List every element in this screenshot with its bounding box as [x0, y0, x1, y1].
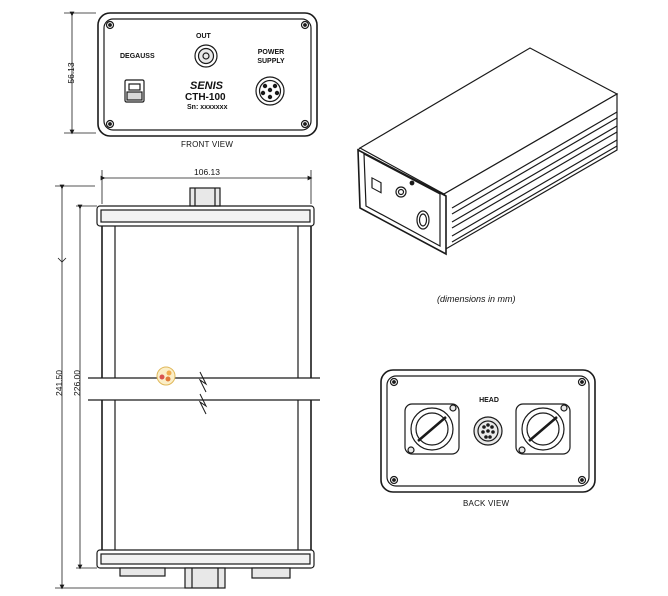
screw-icon [300, 20, 310, 30]
power-supply-label-line1: POWER [257, 49, 285, 56]
screw-icon [389, 475, 399, 485]
units-note: (dimensions in mm) [437, 294, 516, 304]
front-view [97, 12, 318, 137]
out-connector-icon [194, 44, 218, 68]
front-height-dimension [64, 11, 96, 135]
top-end-cap [96, 205, 315, 227]
iso-out-icon [395, 186, 407, 198]
back-panel-inner [386, 375, 590, 487]
iso-power-icon [416, 210, 430, 230]
model-label: CTH-100 [185, 92, 226, 103]
width-dimension [100, 170, 313, 204]
screw-icon [577, 475, 587, 485]
serial-label: Sn: xxxxxxx [187, 104, 228, 111]
back-view [380, 369, 596, 493]
brand-logo: SENIS [190, 80, 224, 92]
bottom-connector-icon [119, 567, 166, 577]
bottom-connector-icon [251, 567, 291, 579]
screw-icon [105, 20, 115, 30]
front-panel-inner [103, 18, 312, 131]
left-port-icon [404, 403, 460, 455]
front-panel-outer [97, 12, 318, 137]
screw-icon [389, 377, 399, 387]
bottom-connector-icon [184, 567, 226, 589]
width-dimension-label: 106.13 [194, 167, 220, 177]
power-supply-label-line2: SUPPLY [257, 58, 285, 65]
power-connector-icon [255, 76, 285, 106]
length-dimensions [55, 184, 185, 590]
screw-icon [577, 377, 587, 387]
right-port-icon [515, 403, 571, 455]
out-label: OUT [196, 33, 211, 40]
degauss-label: DEGAUSS [120, 53, 155, 60]
degauss-switch-icon [124, 79, 145, 103]
back-panel-outer [380, 369, 596, 493]
top-view [88, 187, 320, 589]
front-view-caption: FRONT VIEW [181, 140, 234, 149]
back-view-caption: BACK VIEW [463, 499, 510, 508]
isometric-view [357, 47, 619, 256]
head-connector-icon [473, 416, 503, 446]
screw-icon [300, 119, 310, 129]
iso-degauss-icon [371, 176, 382, 194]
head-label: HEAD [479, 397, 499, 404]
overall-length-dimension-label: 241.50 [54, 370, 64, 396]
body-length-dimension-label: 226.00 [72, 370, 82, 396]
front-height-dimension-label: 56.13 [66, 62, 76, 84]
screw-icon [105, 119, 115, 129]
sensor-marker-icon [156, 366, 176, 386]
